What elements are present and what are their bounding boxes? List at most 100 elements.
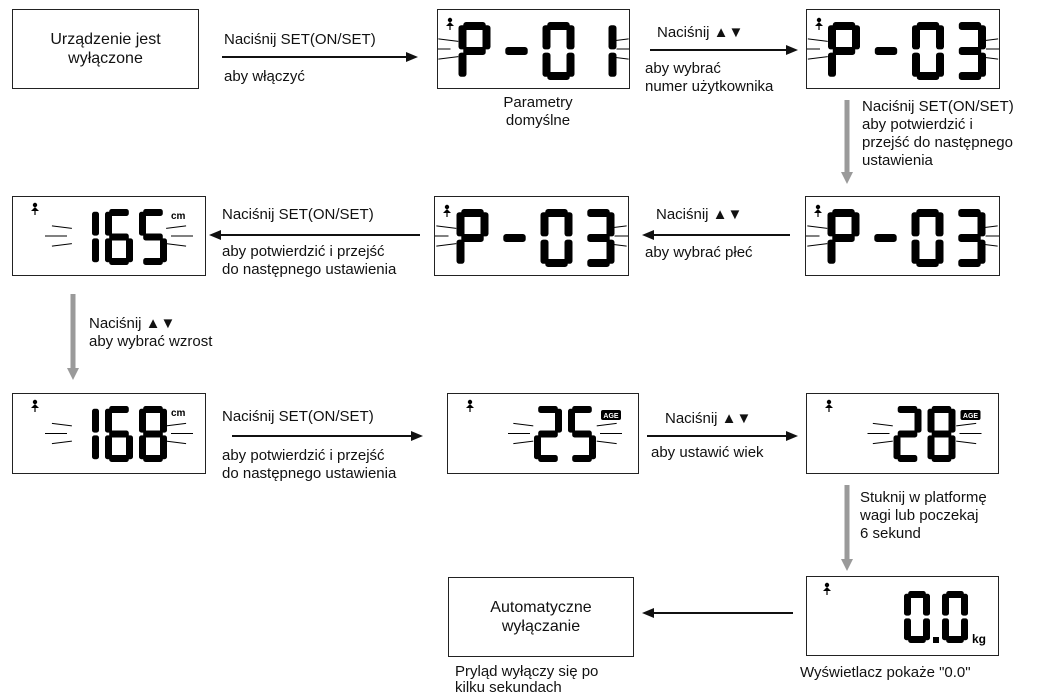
lcd-segment (105, 238, 112, 263)
lcd-digit (92, 408, 99, 460)
lcd-segment (540, 212, 549, 237)
lcd-display-age-28: AGE (806, 393, 999, 474)
lcd-flash-ray (51, 440, 72, 445)
lcd-segment (927, 435, 935, 460)
lcd-digit (105, 209, 133, 265)
lcd-segment (139, 408, 146, 433)
person-icon (823, 582, 831, 595)
lcd-segment (908, 591, 926, 598)
lcd-segment (92, 408, 99, 433)
lcd-segment (105, 408, 112, 433)
lcd-flash-ray (436, 225, 457, 229)
lcd-segment (958, 47, 982, 55)
lcd-segment (874, 47, 898, 55)
lcd-segment (916, 72, 940, 80)
lcd-segment (143, 209, 163, 216)
lcd-segment (958, 72, 982, 80)
lcd-digit (456, 209, 489, 264)
lcd-segment (542, 25, 551, 50)
person-icon (815, 17, 823, 30)
lcd-segment (143, 406, 163, 413)
lcd-flash-ray (807, 56, 828, 60)
lcd-segment (958, 234, 981, 242)
lcd-segment (458, 52, 467, 77)
lcd-digit (458, 22, 491, 77)
lcd-segment (977, 212, 986, 237)
arrow-to-auto-off (642, 608, 793, 618)
label-tap-or-wait: Stuknij w platformę wagi lub poczekaj 6 … (860, 489, 987, 542)
lcd-segment (572, 430, 592, 438)
lcd-flash-ray (51, 422, 72, 427)
lcd-segment (832, 234, 855, 242)
lcd-segment (958, 22, 982, 30)
lcd-segment (503, 234, 526, 242)
person-icon (443, 204, 451, 217)
lcd-digit (534, 406, 562, 462)
lcd-segment (942, 618, 949, 641)
lcd-segment (948, 408, 956, 433)
lcd-segment (538, 430, 558, 438)
age-unit-badge (601, 410, 621, 420)
lcd-segment (105, 211, 112, 236)
lcd-segment (545, 209, 568, 217)
lcd-segment (977, 239, 986, 264)
lcd-digit (608, 25, 617, 77)
lcd-segment (851, 212, 860, 237)
lcd-digit (874, 234, 897, 242)
label-confirm-next-1: Naciśnij SET(ON/SET) aby potwierdzić i p… (862, 98, 1014, 169)
lcd-flash-ray (872, 440, 893, 445)
lcd-segment (587, 234, 610, 242)
lcd-unit-label: cm (171, 408, 186, 419)
label-display-shows-zero: Wyświetlacz pokaże "0.0" (800, 664, 971, 681)
lcd-digit (827, 209, 860, 264)
lcd-flash-ray (438, 56, 459, 60)
lcd-flash-ray (596, 422, 617, 427)
lcd-flash-ray (166, 440, 187, 445)
age-unit-label: AGE (603, 413, 619, 420)
lcd-digit (942, 591, 968, 643)
lcd-segment (547, 22, 570, 30)
person-icon (825, 399, 833, 412)
lcd-segment (92, 211, 99, 236)
lcd-digit (503, 234, 526, 242)
person-icon (31, 399, 39, 412)
lcd-segment (92, 238, 99, 263)
lcd-segment (545, 259, 568, 267)
lcd-segment (480, 212, 489, 237)
label-confirm-next-3: aby potwierdzić i przejść do następnego … (222, 447, 397, 482)
lcd-display-height-165: cm (12, 196, 206, 276)
lcd-segment (143, 430, 163, 438)
label-auto-off-note: Pryląd wyłączy się po kilku sekundach (455, 663, 599, 696)
age-unit-label: AGE (963, 413, 979, 420)
lcd-flash-ray (807, 38, 828, 42)
lcd-segment (564, 239, 573, 264)
lcd-digit (904, 591, 930, 643)
lcd-display-p03-user (806, 9, 1000, 89)
lcd-segment (827, 239, 836, 264)
lcd-segment (608, 52, 617, 77)
lcd-segment (852, 25, 860, 50)
lcd-segment (914, 408, 922, 433)
lcd-digit (927, 406, 956, 462)
lcd-segment (143, 258, 163, 265)
lcd-segment (566, 52, 575, 77)
lcd-segment (461, 234, 484, 242)
lcd-flash-ray (956, 422, 977, 427)
lcd-segment (587, 209, 610, 217)
lcd-digit (958, 209, 986, 267)
lcd-segment (463, 22, 486, 30)
lcd-segment (832, 47, 856, 55)
start-state-box: Urządzenie jest wyłączone (12, 9, 199, 89)
lcd-segment (897, 430, 918, 438)
lcd-flash-ray (956, 440, 977, 445)
lcd-digit (92, 211, 99, 263)
arrow-set-age (647, 431, 798, 441)
lcd-segment (606, 239, 615, 264)
lcd-segment (923, 618, 930, 641)
lcd-segment (458, 25, 467, 50)
arrow-confirm-gender (209, 230, 420, 240)
label-press-set-3: Naciśnij SET(ON/SET) (222, 408, 374, 425)
label-press-set-2: Naciśnij SET(ON/SET) (222, 206, 374, 223)
lcd-segment (139, 435, 146, 460)
lcd-segment (456, 239, 465, 264)
